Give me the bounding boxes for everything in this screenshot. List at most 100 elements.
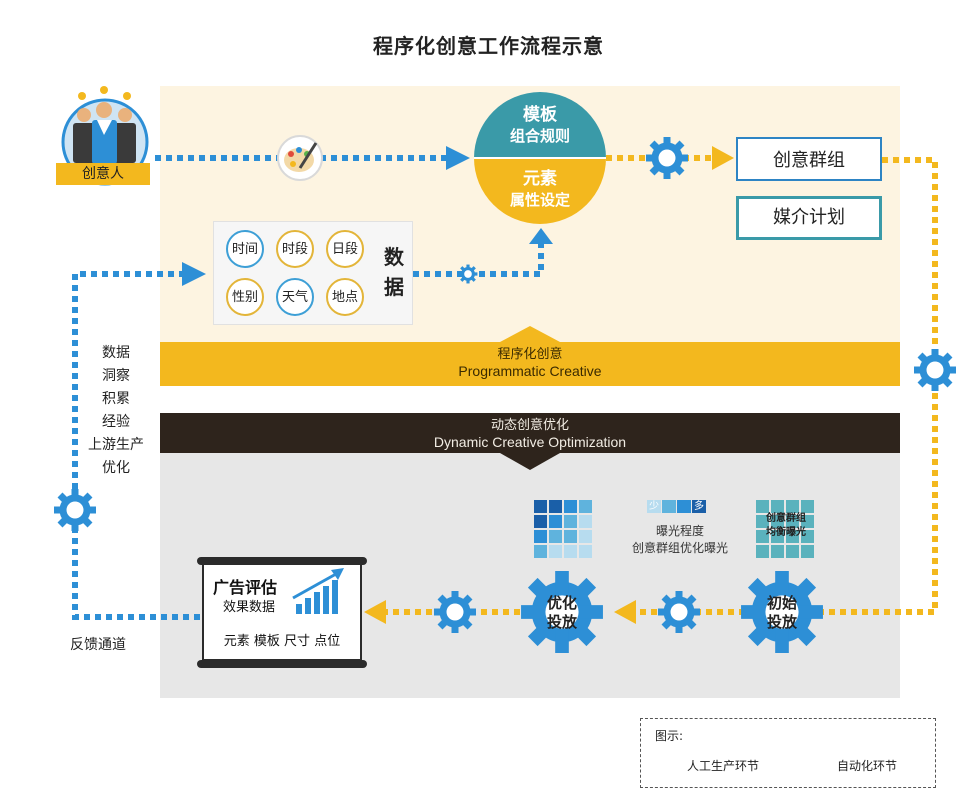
exposure-text: 曝光程度 创意群组优化曝光 [600,523,760,557]
exposure-scale-bar [647,500,706,513]
grid-cell [564,545,577,558]
grid-cell [579,545,592,558]
group-flow-arrow [712,146,734,170]
grid-cell [549,500,562,513]
programmatic-band-cn: 程序化创意 [497,347,563,362]
idea-bulbs-icon [78,86,131,100]
right-loop-gear-icon [914,349,956,391]
grid-cell [801,530,814,543]
feedback-loop-arrow [182,262,206,286]
initial-balanced-grid [756,500,814,558]
dco-band-en: Dynamic Creative Optimization [433,434,627,450]
bottom-flow-arrow-a [614,600,636,624]
element-label: 元素 [523,169,557,189]
programmatic-band-en: Programmatic Creative [458,363,602,379]
data-tag: 天气 [276,278,314,316]
grid-cell [549,545,562,558]
feedback-label: 反馈通道 [70,637,126,653]
grid-cell [534,545,547,558]
grid-cell [534,515,547,528]
legend-auto-label: 自动化环节 [837,759,898,773]
data-tag: 时段 [276,230,314,268]
dco-band: 动态创意优化 Dynamic Creative Optimization [160,413,900,453]
data-tag: 性别 [226,278,264,316]
exposure-sublabel: 创意群组优化曝光 [631,541,728,555]
feedback-loop-line [72,271,200,620]
grid-cell [786,500,799,513]
bottom-gear-icon-a [658,591,700,633]
band-down-pointer [500,453,560,470]
grid-cell [756,515,769,528]
grid-cell [534,500,547,513]
ad-eval-items: 元素 模板 尺寸 点位 [223,634,341,649]
data-tag: 时间 [226,230,264,268]
page-title: 程序化创意工作流程示意 [373,34,604,58]
grid-cell [549,515,562,528]
group-gear-icon [646,137,688,179]
ad-eval-subtitle: 效果数据 [223,600,276,615]
grid-cell [786,515,799,528]
exposure-label: 曝光程度 [655,524,704,538]
side-note: 上游生产 [88,437,144,453]
exposure-high: 多 [694,501,704,512]
grid-cell [564,530,577,543]
grid-cell [771,500,784,513]
data-panel: 时间 时段 日段 性别 天气 地点 数据 [213,221,413,325]
initial-delivery-label: 初始 投放 [766,594,797,631]
template-label: 模板 [523,105,557,125]
initial-grid-line1: 创意群组 [766,513,806,524]
grid-cell [579,530,592,543]
ad-eval-text: 广告评估 效果数据 元素 模板 尺寸 点位 [201,562,363,660]
legend-manual-label: 人工生产环节 [687,759,760,773]
creator-flow-arrow [446,146,470,170]
grid-cell [801,500,814,513]
grid-cell [756,500,769,513]
grid-cell [786,545,799,558]
data-flow-arrow [529,228,553,244]
grid-cell [579,500,592,513]
template-circle-top: 模板 组合规则 [474,86,606,152]
feedback-gear-icon [54,489,96,531]
ad-eval-title: 广告评估 [213,578,278,597]
grid-cell [579,515,592,528]
initial-grid-line2: 均衡曝光 [766,527,806,538]
grid-cell [756,545,769,558]
growth-chart-icon [292,568,344,614]
dco-band-cn: 动态创意优化 [490,418,569,433]
template-element-circle [474,92,606,224]
element-circle-bottom: 元素 属性设定 [474,162,606,228]
data-flow-line [413,240,544,277]
data-tag: 地点 [326,278,364,316]
grid-cell [771,530,784,543]
grid-cell [801,545,814,558]
bottom-gear-icon-b [434,591,476,633]
creator-avatar [56,98,150,186]
attribute-label: 属性设定 [509,191,570,209]
data-gear-icon [456,262,480,286]
optimization-grid [534,500,592,558]
optimize-delivery-label: 优化 投放 [546,594,577,631]
grid-cell [771,515,784,528]
rule-label: 组合规则 [509,127,570,145]
band-up-pointer [500,326,560,342]
palette-icon [277,135,323,181]
creator-label: 创意人 [82,166,124,182]
exposure-low: 少 [649,501,659,512]
bottom-flow-arrow-b [364,600,386,624]
grid-cell [534,530,547,543]
grid-cell [771,545,784,558]
side-note: 数据 [102,345,130,361]
side-note: 洞察 [102,368,130,384]
media-plan-box: 媒介计划 [736,196,882,240]
grid-cell [549,530,562,543]
creative-group-box: 创意群组 [736,137,882,181]
side-notes: 数据 洞察 积累 经验 上游生产 优化 [76,342,156,480]
legend-title: 图示: [655,729,684,743]
programmatic-band: 程序化创意 Programmatic Creative [160,342,900,386]
grid-cell [786,530,799,543]
side-note: 经验 [102,414,130,430]
legend-box: 图示: 人工生产环节 自动化环节 [640,718,936,788]
grid-cell [564,515,577,528]
data-tag: 日段 [326,230,364,268]
